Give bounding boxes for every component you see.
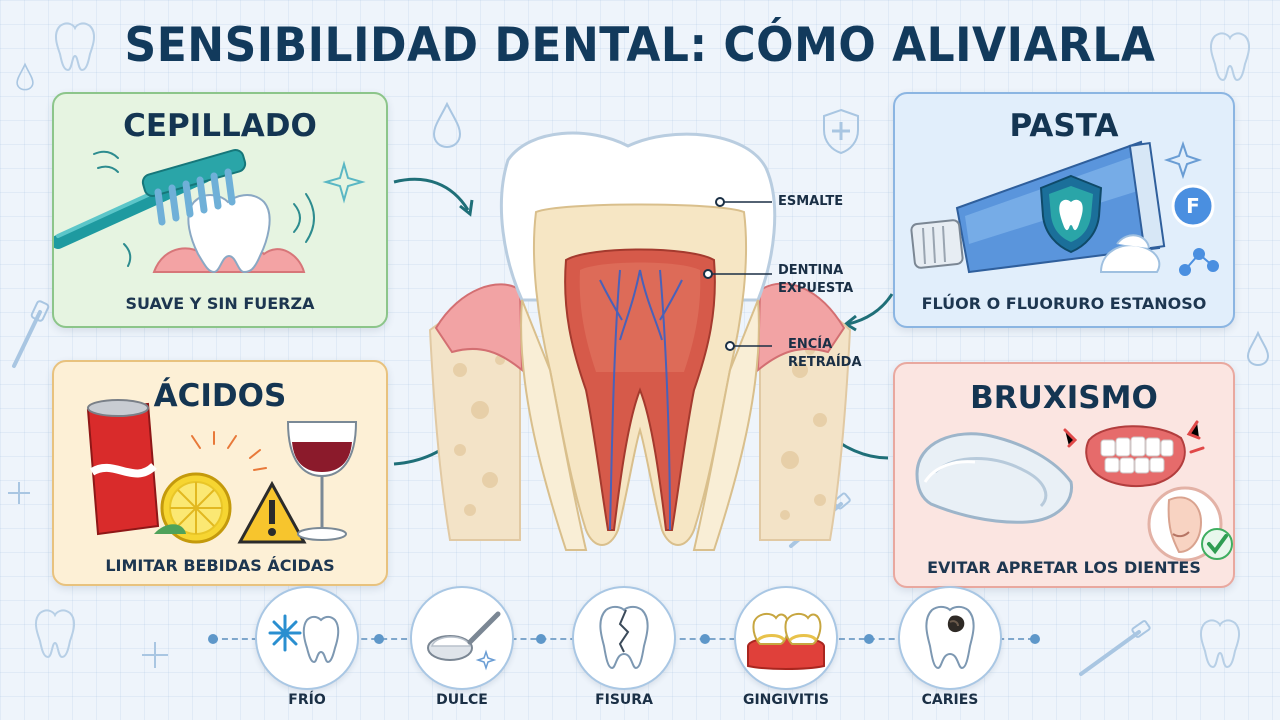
label-encia-line1: ENCÍA (788, 337, 833, 352)
cracked-tooth-icon (599, 605, 649, 670)
background-sparkle-icon (142, 642, 168, 668)
background-sparkle-icon (8, 482, 30, 504)
card-acidos: ÁCIDOS LIMITAR BEBIDAS ÁCIDAS (52, 360, 388, 586)
condition-label-caries: CARIES (921, 692, 979, 708)
condition-frio (255, 586, 359, 690)
acidic-drinks-illustration (86, 399, 358, 544)
background-tooth-icon (54, 22, 96, 72)
page-title: SENSIBILIDAD DENTAL: CÓMO ALIVIARLA (124, 17, 1156, 74)
label-esmalte: ESMALTE (778, 194, 844, 209)
fluoride-badge-label: F (1186, 194, 1200, 218)
condition-dulce (410, 586, 514, 690)
card-caption-acidos: LIMITAR BEBIDAS ÁCIDAS (105, 556, 335, 575)
toothpaste-illustration (910, 140, 1219, 276)
card-caption-cepillado: SUAVE Y SIN FUERZA (125, 294, 315, 313)
decayed-tooth-icon (925, 605, 975, 670)
condition-label-dulce: DULCE (436, 692, 488, 708)
condition-label-frio: FRÍO (288, 692, 326, 708)
connector-dot (700, 634, 710, 644)
card-title-bruxismo: BRUXISMO (970, 380, 1158, 416)
card-cepillado: CEPILLADO SUAVE Y SIN FUERZA (52, 92, 388, 328)
connector-dot (374, 634, 384, 644)
card-bruxismo: BRUXISMO EVITAR APRETAR LOS DIENTES (893, 362, 1235, 588)
background-tooth-icon (34, 609, 76, 659)
label-dentina-line1: DENTINA (778, 263, 844, 278)
card-title-cepillado: CEPILLADO (123, 108, 317, 144)
connector-dot (864, 634, 874, 644)
label-encia-retraida: ENCÍA RETRAÍDA (788, 336, 862, 372)
background-tooth-icon (1199, 619, 1241, 669)
card-pasta: F PASTA FLÚOR O FLUORURO ESTANOSO (893, 92, 1235, 328)
snowflake-icon (268, 614, 340, 664)
condition-gingivitis (734, 586, 838, 690)
background-toothbrush-icon (12, 300, 50, 368)
tooth-cross-section (428, 131, 852, 551)
card-caption-bruxismo: EVITAR APRETAR LOS DIENTES (927, 558, 1201, 577)
condition-fisura (572, 586, 676, 690)
background-droplet-icon (1246, 330, 1270, 367)
inflamed-gum-icon (747, 612, 825, 670)
arrow-cepillado-to-tooth (393, 177, 474, 217)
condition-label-gingivitis: GINGIVITIS (742, 692, 829, 708)
night-guard-illustration (915, 420, 1233, 562)
connector-dot (536, 634, 546, 644)
toothbrush-illustration (54, 148, 366, 274)
background-tooth-icon (1209, 32, 1251, 82)
background-droplet-icon (16, 62, 34, 91)
card-caption-pasta: FLÚOR O FLUORURO ESTANOSO (921, 294, 1207, 313)
card-title-pasta: PASTA (1009, 108, 1119, 144)
connector-dot (208, 634, 218, 644)
connector-dot (1030, 634, 1040, 644)
condition-caries (898, 586, 1002, 690)
label-encia-line2: RETRAÍDA (788, 355, 862, 370)
background-shield-icon (823, 108, 859, 155)
arrow-pasta-to-tooth (843, 293, 894, 332)
label-dentina-line2: EXPUESTA (778, 281, 854, 296)
condition-label-fisura: FISURA (595, 692, 653, 708)
label-dentina-expuesta: DENTINA EXPUESTA (778, 262, 853, 298)
background-droplet-icon (432, 101, 462, 149)
sugar-spoon-icon (427, 611, 501, 671)
background-toothbrush-icon (1079, 620, 1151, 676)
card-title-acidos: ÁCIDOS (153, 378, 287, 414)
